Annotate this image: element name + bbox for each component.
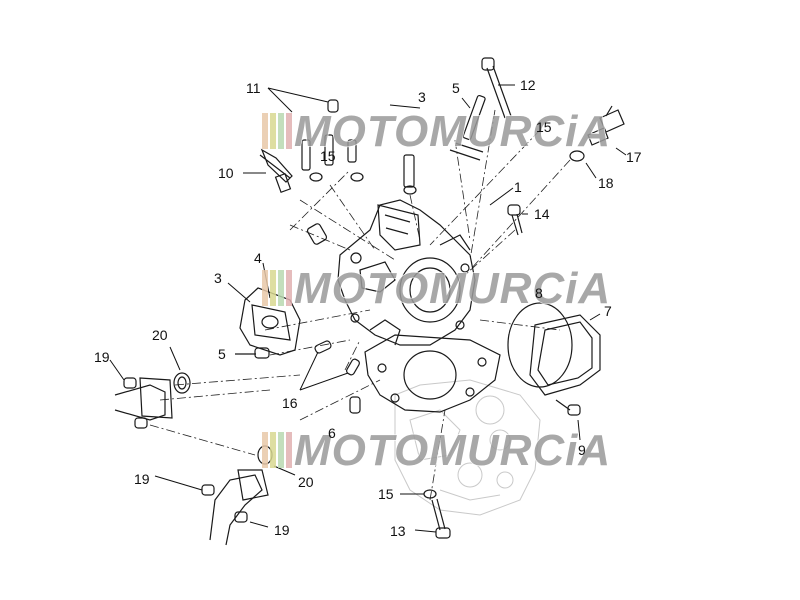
callout-13: 13 bbox=[390, 523, 406, 539]
intake-manifold bbox=[114, 372, 191, 421]
watermark-stripe bbox=[270, 270, 276, 306]
watermark-stripe bbox=[286, 113, 292, 149]
spark-plug bbox=[259, 148, 293, 193]
callout-11: 11 bbox=[246, 80, 261, 96]
temperature-sensor bbox=[569, 105, 625, 162]
callout-14: 14 bbox=[534, 206, 550, 222]
callout-15: 15 bbox=[320, 148, 336, 164]
watermark-stripe bbox=[262, 432, 268, 468]
callout-17: 17 bbox=[626, 149, 642, 165]
watermark-top: MOTOMURCiA bbox=[262, 106, 611, 157]
callout-5: 5 bbox=[452, 80, 460, 96]
watermark-bottom: MOTOMURCiA bbox=[262, 425, 611, 476]
bushings-19 bbox=[123, 377, 248, 523]
watermark-stripe bbox=[278, 270, 284, 306]
callout-10: 10 bbox=[218, 165, 234, 181]
assembly-lines bbox=[149, 109, 571, 501]
callout-8: 8 bbox=[535, 285, 543, 301]
callout-labels: 1 3 3 4 5 5 6 7 8 9 10 11 12 13 14 15 15… bbox=[94, 77, 642, 539]
callout-16: 16 bbox=[282, 395, 298, 411]
bolt-9 bbox=[555, 399, 581, 416]
side-cover-right bbox=[507, 302, 601, 396]
watermark-text: MOTOMURCiA bbox=[294, 426, 611, 475]
callout-15: 15 bbox=[536, 119, 552, 135]
callout-20: 20 bbox=[298, 474, 314, 490]
watermark-stripe bbox=[270, 113, 276, 149]
callout-20: 20 bbox=[152, 327, 168, 343]
bolt-14 bbox=[507, 204, 523, 236]
watermark-middle: MOTOMURCiA bbox=[262, 263, 611, 314]
watermark-stripe bbox=[278, 113, 284, 149]
watermark-stripe bbox=[286, 432, 292, 468]
callout-1: 1 bbox=[514, 179, 522, 195]
leader-lines bbox=[109, 84, 627, 533]
callout-19: 19 bbox=[94, 349, 110, 365]
dowel-pins bbox=[306, 223, 361, 414]
bolt-5-left bbox=[235, 347, 270, 359]
watermark-stripe bbox=[262, 270, 268, 306]
watermark-stripe bbox=[286, 270, 292, 306]
callout-7: 7 bbox=[604, 303, 612, 319]
callout-3: 3 bbox=[418, 89, 426, 105]
cylinder-head bbox=[337, 199, 476, 346]
callout-19: 19 bbox=[274, 522, 290, 538]
watermark-stripe bbox=[262, 113, 268, 149]
callout-12: 12 bbox=[520, 77, 536, 93]
watermark-stripe bbox=[278, 432, 284, 468]
callout-5: 5 bbox=[218, 346, 226, 362]
watermark-text: MOTOMURCiA bbox=[294, 264, 611, 313]
head-gasket bbox=[364, 334, 501, 413]
callout-6: 6 bbox=[328, 425, 336, 441]
callout-18: 18 bbox=[598, 175, 614, 191]
bolt-13 bbox=[423, 489, 451, 539]
callout-19: 19 bbox=[134, 471, 150, 487]
watermark-text: MOTOMURCiA bbox=[294, 107, 611, 156]
callout-4: 4 bbox=[254, 250, 262, 266]
callout-9: 9 bbox=[578, 442, 586, 458]
watermark-stripe bbox=[270, 432, 276, 468]
valve-studs bbox=[301, 94, 486, 195]
callout-3: 3 bbox=[214, 270, 222, 286]
bolt-12 bbox=[481, 57, 512, 119]
callout-15: 15 bbox=[378, 486, 394, 502]
